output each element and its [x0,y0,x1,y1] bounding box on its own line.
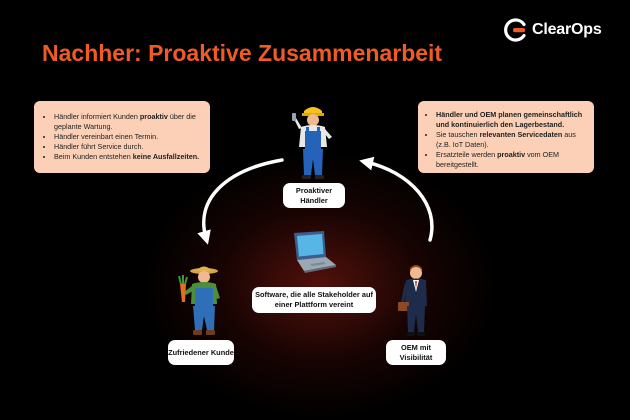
brand-name: ClearOps [532,21,602,38]
dealer-label: Proaktiver Händler [283,183,345,208]
note-left: Händler informiert Kunden proaktiv über … [34,101,210,173]
businessman-icon [398,265,427,336]
note-text-post: über die geplante Wartung. [54,112,196,131]
note-right: Händler und OEM planen gemeinschaftlich … [418,101,594,173]
note-text-pre: Händler informiert Kunden [54,112,140,121]
oem-label: OEM mit Visibilität [386,340,446,365]
note-text-pre: Händler führt Service durch. [54,142,144,151]
note-right-list: Händler und OEM planen gemeinschaftlich … [424,110,586,170]
note-text-pre: Ersatzteile werden [436,150,498,159]
note-text-bold: Händler und OEM planen gemeinschaftlich … [436,110,583,129]
note-right-item: Ersatzteile werden proaktiv vom OEM bere… [436,150,586,170]
note-text-pre: Händler vereinbart einen Termin. [54,132,159,141]
arrow-icon [359,156,434,242]
note-left-item: Händler führt Service durch. [54,142,200,152]
note-text-bold: proaktiv [497,150,526,159]
mechanic-icon [292,107,332,179]
arrow-icon [197,158,284,245]
laptop-icon [294,231,336,273]
note-text-post: vom OEM bereitgestellt. [436,150,560,169]
note-right-item: Händler und OEM planen gemeinschaftlich … [436,110,586,130]
note-text-post: aus (z.B. IoT Daten). [436,130,576,149]
note-text-bold: relevanten Servicedaten [479,130,563,139]
page-title: Nachher: Proaktive Zusammenarbeit [42,40,443,66]
note-text-bold: proaktiv [139,112,168,121]
note-text-pre: Sie tauschen [436,130,480,139]
customer-label: Zufriedener Kunde [168,340,234,365]
note-left-list: Händler informiert Kunden proaktiv über … [42,112,200,162]
clearops-logo-icon [504,18,526,42]
note-text-pre: Beim Kunden entstehen [54,152,133,161]
note-left-item: Beim Kunden entstehen keine Ausfallzeite… [54,152,200,162]
brand-logo: ClearOps [504,18,602,42]
note-left-item: Händler vereinbart einen Termin. [54,132,200,142]
note-text-bold: keine Ausfallzeiten. [132,152,200,161]
note-left-item: Händler informiert Kunden proaktiv über … [54,112,200,132]
note-right-item: Sie tauschen relevanten Servicedaten aus… [436,130,586,150]
farmer-icon [178,266,220,335]
software-label: Software, die alle Stakeholder auf einer… [252,287,376,313]
